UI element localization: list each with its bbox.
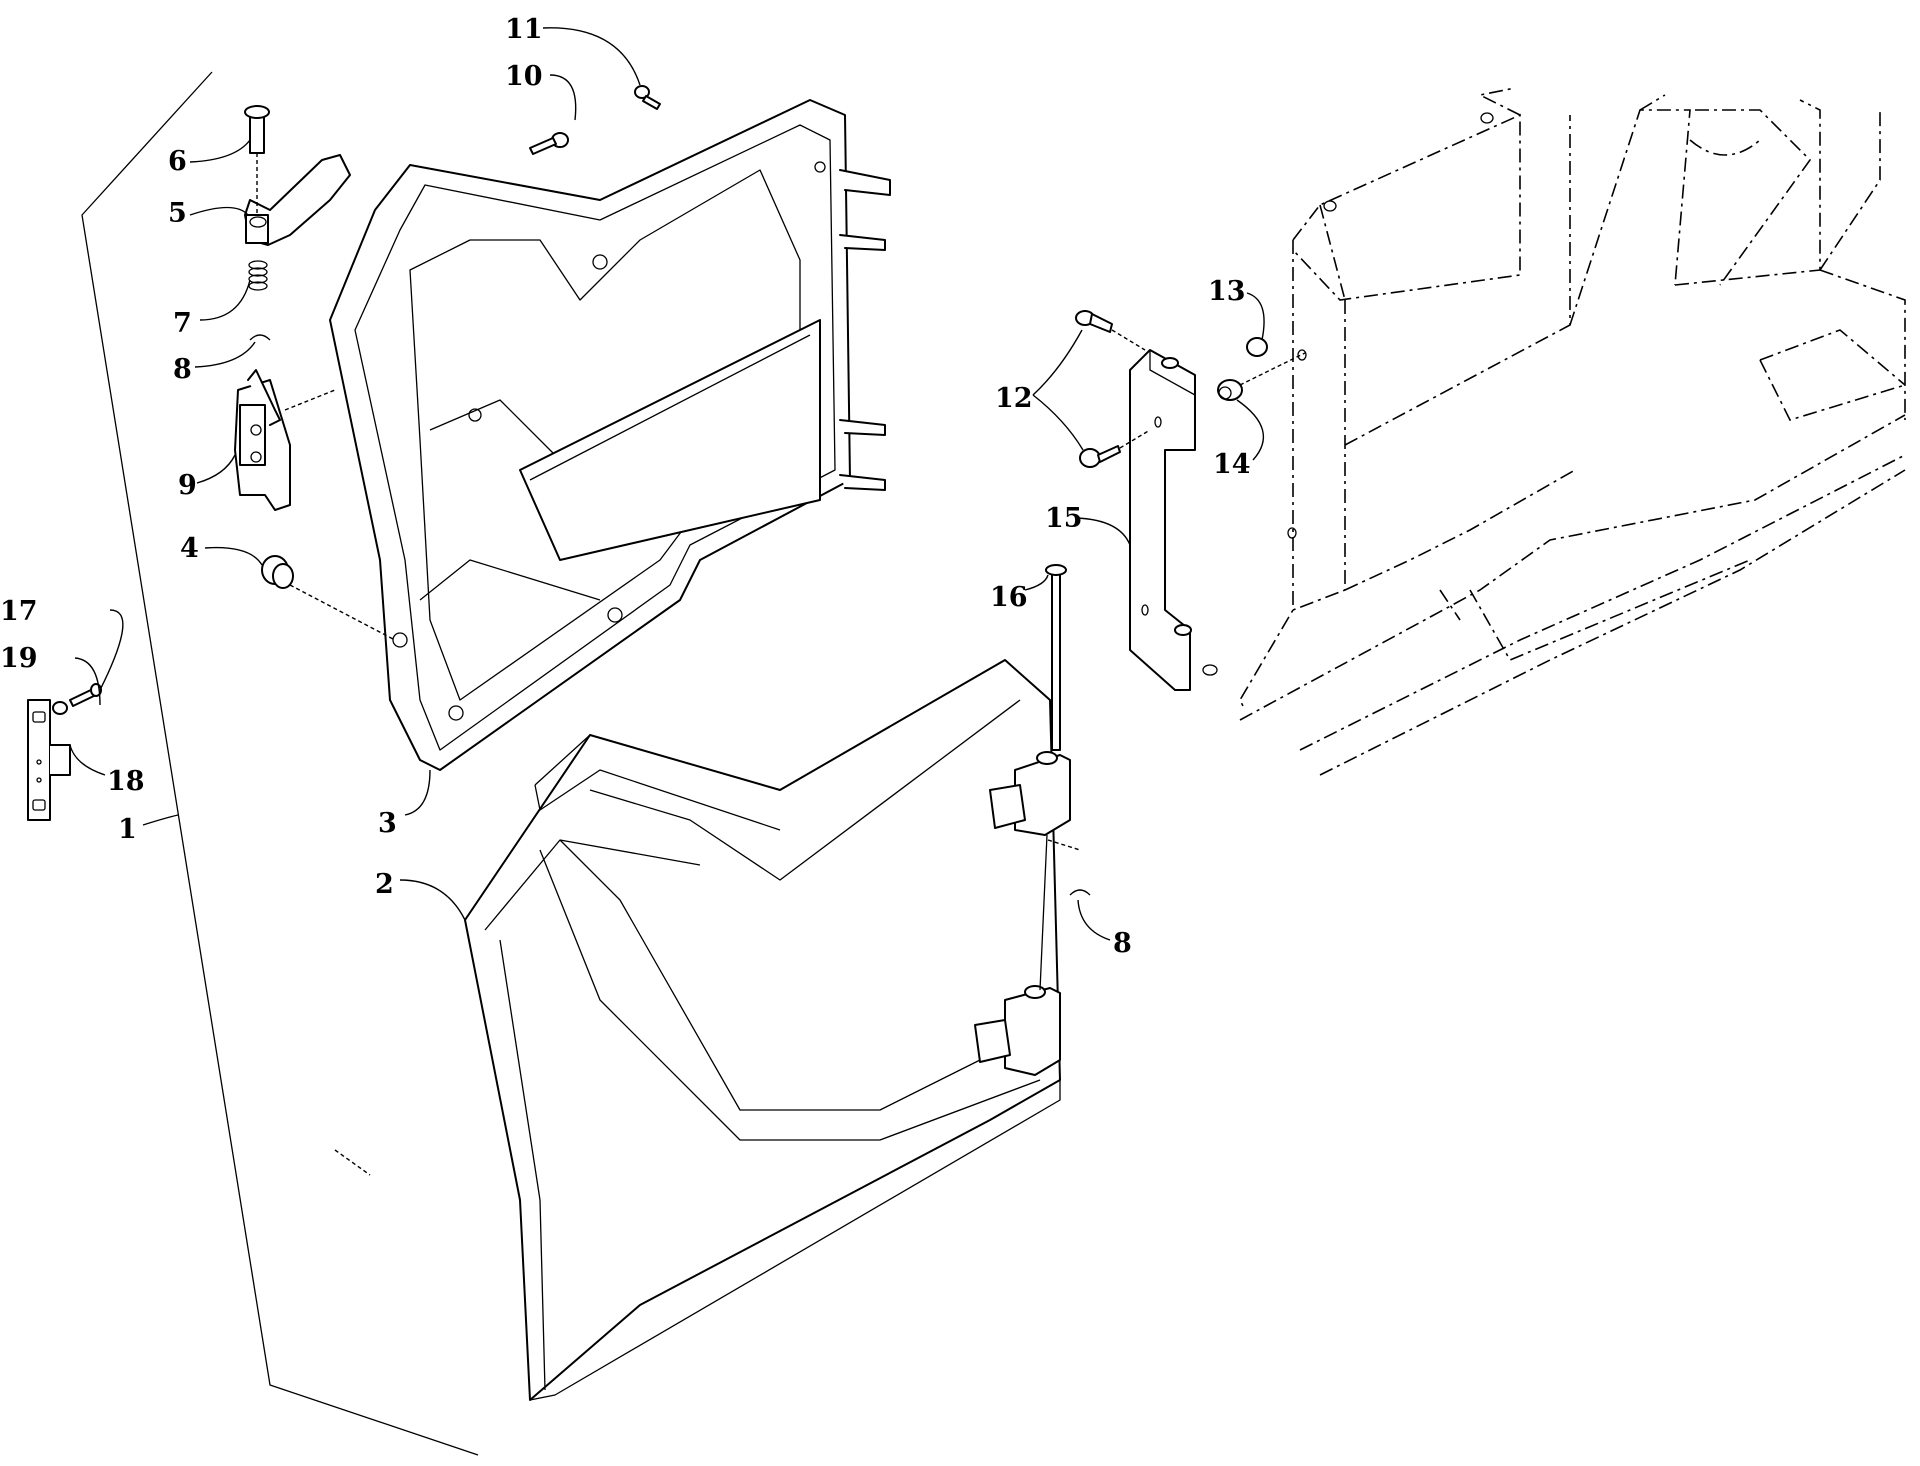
part-9-latch [234, 369, 336, 511]
part-2-outer-door-panel [464, 659, 1071, 1401]
callout-15: 15 [1045, 503, 1083, 534]
callout-8-lower: 8 [1113, 928, 1132, 959]
part-12-bolts [1075, 310, 1151, 468]
callout-9: 9 [178, 470, 197, 501]
callout-2: 2 [375, 869, 394, 900]
callout-10: 10 [505, 61, 543, 92]
part-13-14-bushings [1217, 337, 1306, 401]
callout-19: 19 [0, 643, 38, 674]
leader-lines [69, 27, 1265, 1176]
callout-16: 16 [990, 582, 1028, 613]
vehicle-body-dashed [1202, 87, 1906, 776]
part-15-hinge-bracket [1129, 349, 1196, 691]
part-3-inner-door-panel [329, 99, 891, 771]
callout-labels: 1 2 3 4 5 6 7 8 8 9 10 11 12 13 14 15 16… [0, 14, 1251, 959]
part-4-grommet [261, 555, 396, 641]
callout-5: 5 [168, 198, 187, 229]
callout-7: 7 [173, 308, 192, 339]
part-16-hinge-pin [1045, 564, 1067, 751]
part-17-18-19-striker [27, 683, 102, 821]
callout-4: 4 [180, 533, 199, 564]
callout-3: 3 [378, 808, 397, 839]
callout-13: 13 [1208, 276, 1246, 307]
callout-12: 12 [995, 383, 1033, 414]
callout-11: 11 [505, 14, 543, 45]
part-1-frame-outline [81, 71, 479, 1456]
callout-14: 14 [1213, 449, 1251, 480]
callout-6: 6 [168, 146, 187, 177]
callout-1: 1 [118, 814, 137, 845]
callout-17: 17 [0, 596, 38, 627]
part-5-6-7-8-handle-assembly [244, 105, 351, 341]
part-10-11-screws [529, 85, 661, 155]
callout-18: 18 [107, 766, 145, 797]
callout-8-upper: 8 [173, 354, 192, 385]
